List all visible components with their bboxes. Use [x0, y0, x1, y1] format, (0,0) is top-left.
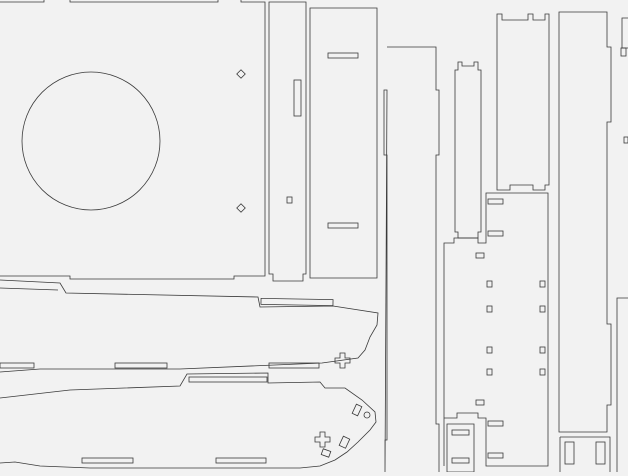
part-short-tabbed-strip [454, 61, 482, 239]
slot [215, 457, 267, 464]
slot [451, 429, 470, 436]
square-hole [539, 346, 546, 354]
slot [0, 362, 35, 369]
slot [114, 362, 168, 369]
slot [268, 362, 320, 369]
square-hole [486, 305, 493, 313]
slot [487, 452, 504, 459]
slot [595, 441, 606, 465]
slot [260, 297, 334, 307]
square-hole [486, 368, 493, 376]
cross-cutout [314, 431, 331, 448]
square-hole [539, 368, 546, 376]
slot [351, 403, 363, 417]
slot [451, 457, 470, 464]
slot [327, 222, 359, 229]
diamond-hole [236, 69, 246, 79]
square-hole [539, 280, 546, 288]
part-tall-slotted-panel [443, 192, 549, 473]
round-hole [363, 411, 371, 419]
slot [475, 399, 485, 406]
part-curved-arm-upper [0, 279, 379, 373]
slot [188, 376, 268, 383]
slot [81, 457, 134, 464]
part-long-strip [383, 46, 440, 473]
part-curved-arm-lower [0, 372, 377, 469]
slot [338, 435, 351, 449]
part-large-panel-with-circle [0, 0, 266, 280]
square-hole [486, 280, 493, 288]
diamond-hole [236, 203, 246, 213]
square-hole [539, 305, 546, 313]
slot [487, 420, 504, 427]
part-far-right-strip [558, 11, 612, 472]
slot [487, 230, 504, 237]
slot [327, 52, 359, 59]
part-panel-with-two-slots [309, 7, 378, 279]
square-hole [486, 346, 493, 354]
slot [487, 198, 504, 205]
part-tall-tabbed-panel-top [496, 13, 550, 191]
part-right-edge-strip [616, 17, 628, 472]
part-narrow-slotted-strip [268, 1, 307, 282]
slot [564, 441, 575, 465]
slot [320, 448, 332, 458]
slot [620, 47, 627, 57]
slot [623, 136, 628, 144]
slot [475, 252, 485, 259]
circular-cutout [21, 71, 161, 211]
square-hole [286, 196, 293, 204]
slot [293, 79, 302, 117]
cross-cutout [334, 352, 351, 369]
